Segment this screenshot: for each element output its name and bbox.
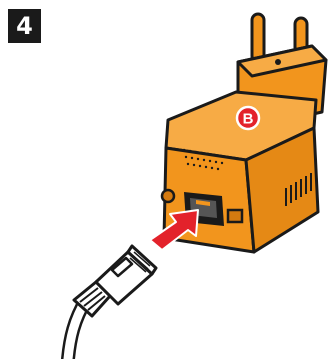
- insert-arrow-icon: [150, 210, 198, 250]
- device-b-badge: B: [237, 107, 259, 129]
- ethernet-cable-icon: [68, 246, 156, 359]
- device-b-letter: B: [243, 111, 254, 128]
